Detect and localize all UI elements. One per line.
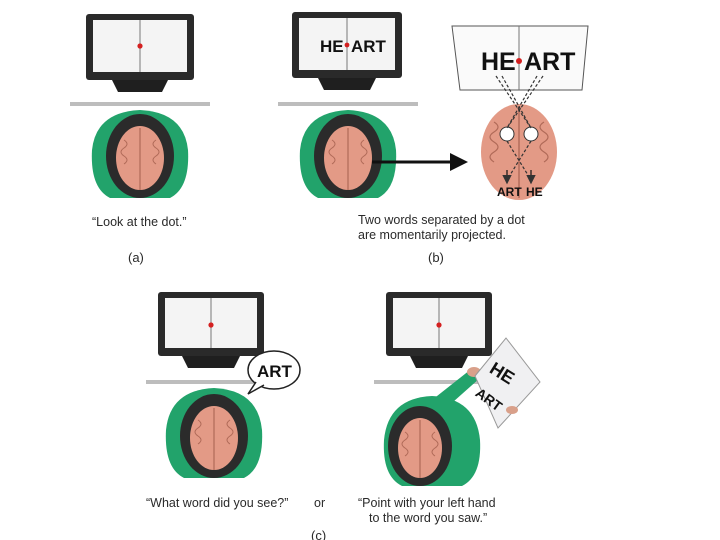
enlarged-word-left: HE xyxy=(481,48,516,76)
screen-word-right: ART xyxy=(351,37,387,56)
enlarged-screen: HE ART xyxy=(451,25,589,91)
fixation-dot xyxy=(137,43,143,49)
panel-c-left: ART “What word did you see?” xyxy=(146,292,301,510)
caption-b-line2: are momentarily projected. xyxy=(358,228,506,242)
left-arm xyxy=(432,370,480,410)
fixation-dot xyxy=(208,322,214,328)
brain-label-right: HE xyxy=(526,185,543,199)
panel-b: HE ART HE ART xyxy=(278,12,589,265)
speech-bubble: ART xyxy=(247,350,301,395)
fixation-dot xyxy=(436,322,442,328)
person-b xyxy=(299,110,397,198)
monitor-b: HE ART xyxy=(292,12,402,90)
screen-word-left: HE xyxy=(320,37,344,56)
left-eye-icon xyxy=(499,126,515,142)
enlarged-brain: ART HE xyxy=(481,75,557,200)
panel-label-c: (c) xyxy=(311,528,326,540)
brain-label-left: ART xyxy=(497,185,522,199)
panel-a: “Look at the dot.” (a) xyxy=(70,14,210,265)
desk-edge xyxy=(146,380,286,384)
caption-c-right-line2: to the word you saw.” xyxy=(369,511,487,525)
caption-a: “Look at the dot.” xyxy=(92,215,187,229)
monitor-c-left xyxy=(158,292,264,368)
holding-hand xyxy=(506,406,518,414)
fixation-dot xyxy=(516,58,522,64)
visual-pathways xyxy=(495,75,544,181)
caption-c-right-line1: “Point with your left hand xyxy=(358,496,496,510)
panel-label-b: (b) xyxy=(428,250,444,265)
caption-c-or: or xyxy=(314,496,325,510)
caption-c-left: “What word did you see?” xyxy=(146,496,288,510)
desk-edge xyxy=(374,380,514,384)
panel-label-a: (a) xyxy=(128,250,144,265)
monitor-a xyxy=(86,14,194,92)
right-eye-icon xyxy=(523,126,539,142)
panel-c-right: HE ART “Point with your left hand to the… xyxy=(358,292,541,525)
desk-edge xyxy=(278,102,418,106)
person-c-left xyxy=(165,388,263,478)
person-a xyxy=(91,110,189,198)
monitor-c-right xyxy=(386,292,492,368)
desk-edge xyxy=(70,102,210,106)
caption-b-line1: Two words separated by a dot xyxy=(358,213,525,227)
speech-bubble-text: ART xyxy=(257,362,293,381)
fixation-dot xyxy=(344,42,350,48)
person-c-right xyxy=(383,367,481,486)
enlarged-word-right: ART xyxy=(524,48,575,76)
